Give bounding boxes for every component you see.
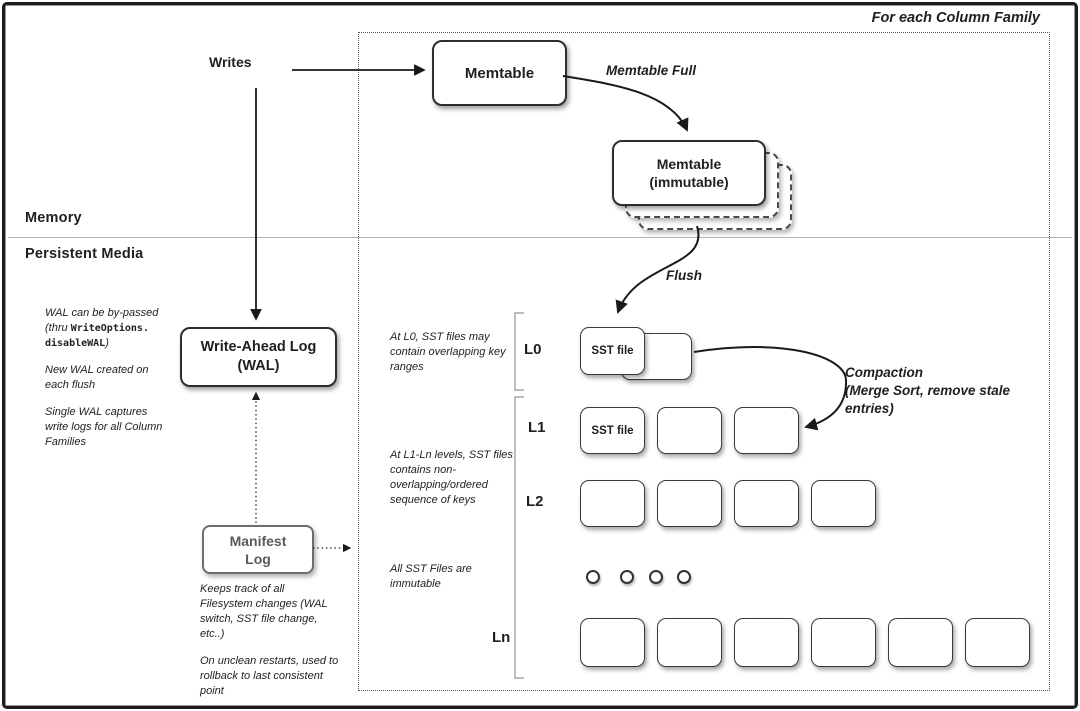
sst-file-box	[657, 407, 722, 454]
manifest-log-node: Manifest Log	[202, 525, 314, 574]
sst-file-box	[580, 480, 645, 527]
sst-file-box	[657, 480, 722, 527]
writes-label: Writes	[209, 54, 252, 70]
sst-file-label: SST file	[591, 424, 634, 437]
memtable-full-label: Memtable Full	[606, 63, 697, 78]
memory-persistent-divider	[8, 237, 1072, 238]
sst-file-box	[734, 407, 799, 454]
ellipsis-dot	[620, 570, 634, 584]
column-family-title: For each Column Family	[871, 10, 1040, 26]
memory-section-label: Memory	[25, 210, 82, 226]
wal-note-new-wal: New WAL created on each flush	[45, 364, 149, 391]
sst-immutable-note: All SST Files are immutable	[390, 563, 472, 590]
flush-label: Flush	[666, 268, 702, 283]
sst-file-box	[811, 480, 876, 527]
sst-file-box	[657, 618, 722, 667]
l0-note: At L0, SST files may contain overlapping…	[390, 331, 506, 373]
column-family-boundary	[358, 32, 1050, 691]
manifest-note-track: Keeps track of all Filesystem changes (W…	[200, 583, 328, 640]
manifest-notes: Keeps track of all Filesystem changes (W…	[200, 582, 358, 711]
sst-file-label: SST file	[591, 345, 634, 357]
l1-ln-note: At L1-Ln levels, SST files contains non-…	[390, 449, 513, 506]
ellipsis-dot	[649, 570, 663, 584]
sst-file-box: SST file	[580, 327, 645, 375]
ellipsis-dot	[677, 570, 691, 584]
memtable-node: Memtable	[432, 40, 567, 106]
sst-file-box	[734, 618, 799, 667]
sst-file-box	[811, 618, 876, 667]
wal-note-single-wal: Single WAL captures write logs for all C…	[45, 406, 163, 448]
manifest-note-rollback: On unclean restarts, used to rollback to…	[200, 655, 339, 697]
level-l2-label: L2	[526, 493, 544, 510]
level-l0-label: L0	[524, 341, 542, 358]
wal-note-bypass: WAL can be by-passed (thru WriteOptions.…	[45, 307, 159, 349]
level-l1-label: L1	[528, 419, 546, 436]
ellipsis-dot	[586, 570, 600, 584]
sst-file-box	[888, 618, 953, 667]
immutable-memtable-node: Memtable (immutable)	[612, 140, 766, 206]
sst-file-box	[580, 618, 645, 667]
sst-file-box	[965, 618, 1030, 667]
compaction-label: Compaction (Merge Sort, remove stale ent…	[845, 365, 1011, 416]
wal-notes: WAL can be by-passed (thru WriteOptions.…	[45, 306, 173, 462]
sst-file-box: SST file	[580, 407, 645, 454]
persistent-media-section-label: Persistent Media	[25, 246, 144, 262]
level-ln-label: Ln	[492, 629, 511, 646]
sst-file-box	[734, 480, 799, 527]
write-ahead-log-node: Write-Ahead Log (WAL)	[180, 327, 337, 387]
